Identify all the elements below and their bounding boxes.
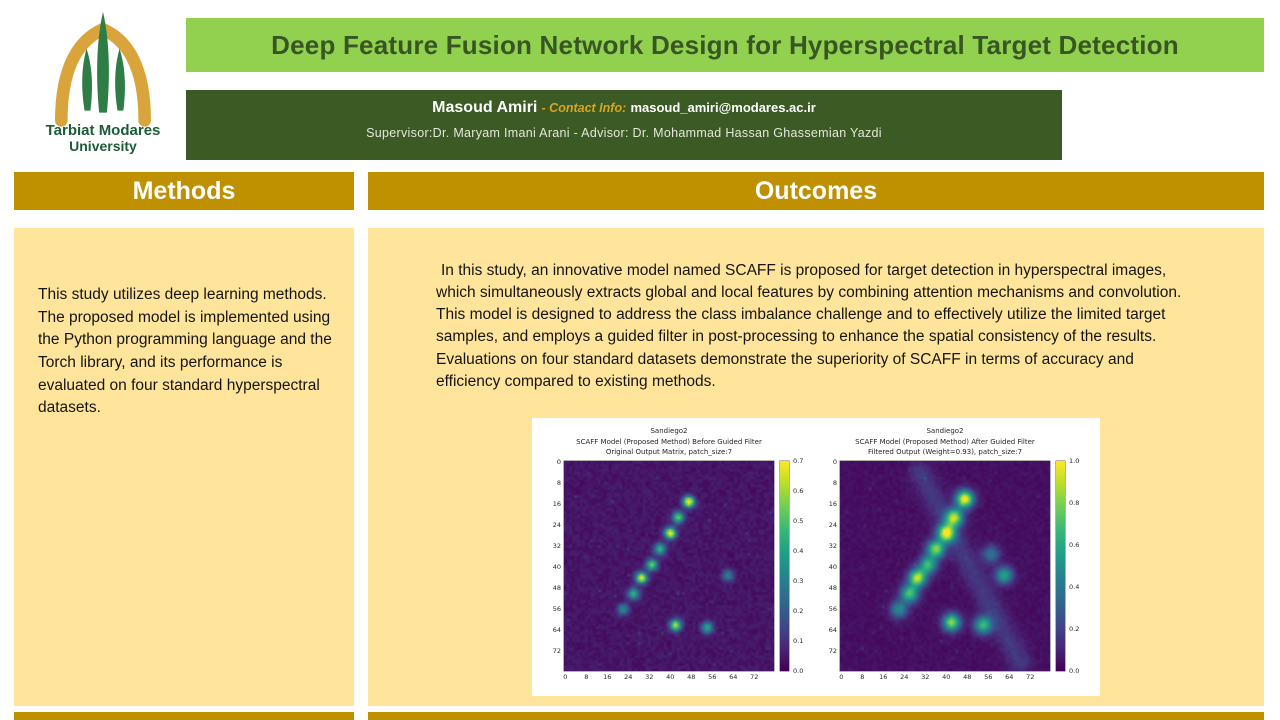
- author-line: Masoud Amiri - Contact Info: masoud_amir…: [186, 99, 1062, 117]
- outcomes-panel: In this study, an innovative model named…: [368, 228, 1264, 706]
- outcomes-footer-bar: [368, 712, 1264, 720]
- author-email: masoud_amiri@modares.ac.ir: [630, 100, 816, 115]
- logo-cypress-left: [82, 48, 92, 111]
- poster-title-bar: Deep Feature Fusion Network Design for H…: [186, 18, 1264, 72]
- logo-cypress-right: [115, 48, 125, 111]
- methods-footer-bar: [14, 712, 354, 720]
- heatmap-canvas: [564, 460, 774, 671]
- logo-graphic: [55, 11, 151, 127]
- contact-info-label: - Contact Info:: [541, 101, 627, 115]
- methods-header: Methods: [14, 172, 354, 210]
- supervisor-line: Supervisor:Dr. Maryam Imani Arani - Advi…: [366, 126, 882, 140]
- methods-panel: This study utilizes deep learning method…: [14, 228, 354, 706]
- university-logo: Tarbiat Modares University: [26, 6, 180, 168]
- outcomes-body-text: In this study, an innovative model named…: [436, 262, 1182, 390]
- logo-text: Tarbiat Modares University: [26, 123, 180, 153]
- author-bar: Masoud Amiri - Contact Info: masoud_amir…: [186, 90, 1062, 160]
- methods-body-text: This study utilizes deep learning method…: [38, 286, 332, 417]
- colorbar-gradient: [1056, 460, 1065, 671]
- logo-university-name-line2: University: [69, 137, 137, 154]
- logo-cypress-center: [97, 11, 109, 113]
- author-name: Masoud Amiri: [432, 99, 538, 116]
- outcomes-header: Outcomes: [368, 172, 1264, 210]
- colorbar-gradient: [780, 460, 789, 671]
- outcomes-header-label: Outcomes: [754, 176, 878, 205]
- logo-university-name-line1: Tarbiat Modares: [45, 122, 161, 139]
- methods-header-label: Methods: [132, 176, 236, 205]
- poster-title: Deep Feature Fusion Network Design for H…: [271, 29, 1179, 60]
- heatmap-canvas: [840, 460, 1050, 671]
